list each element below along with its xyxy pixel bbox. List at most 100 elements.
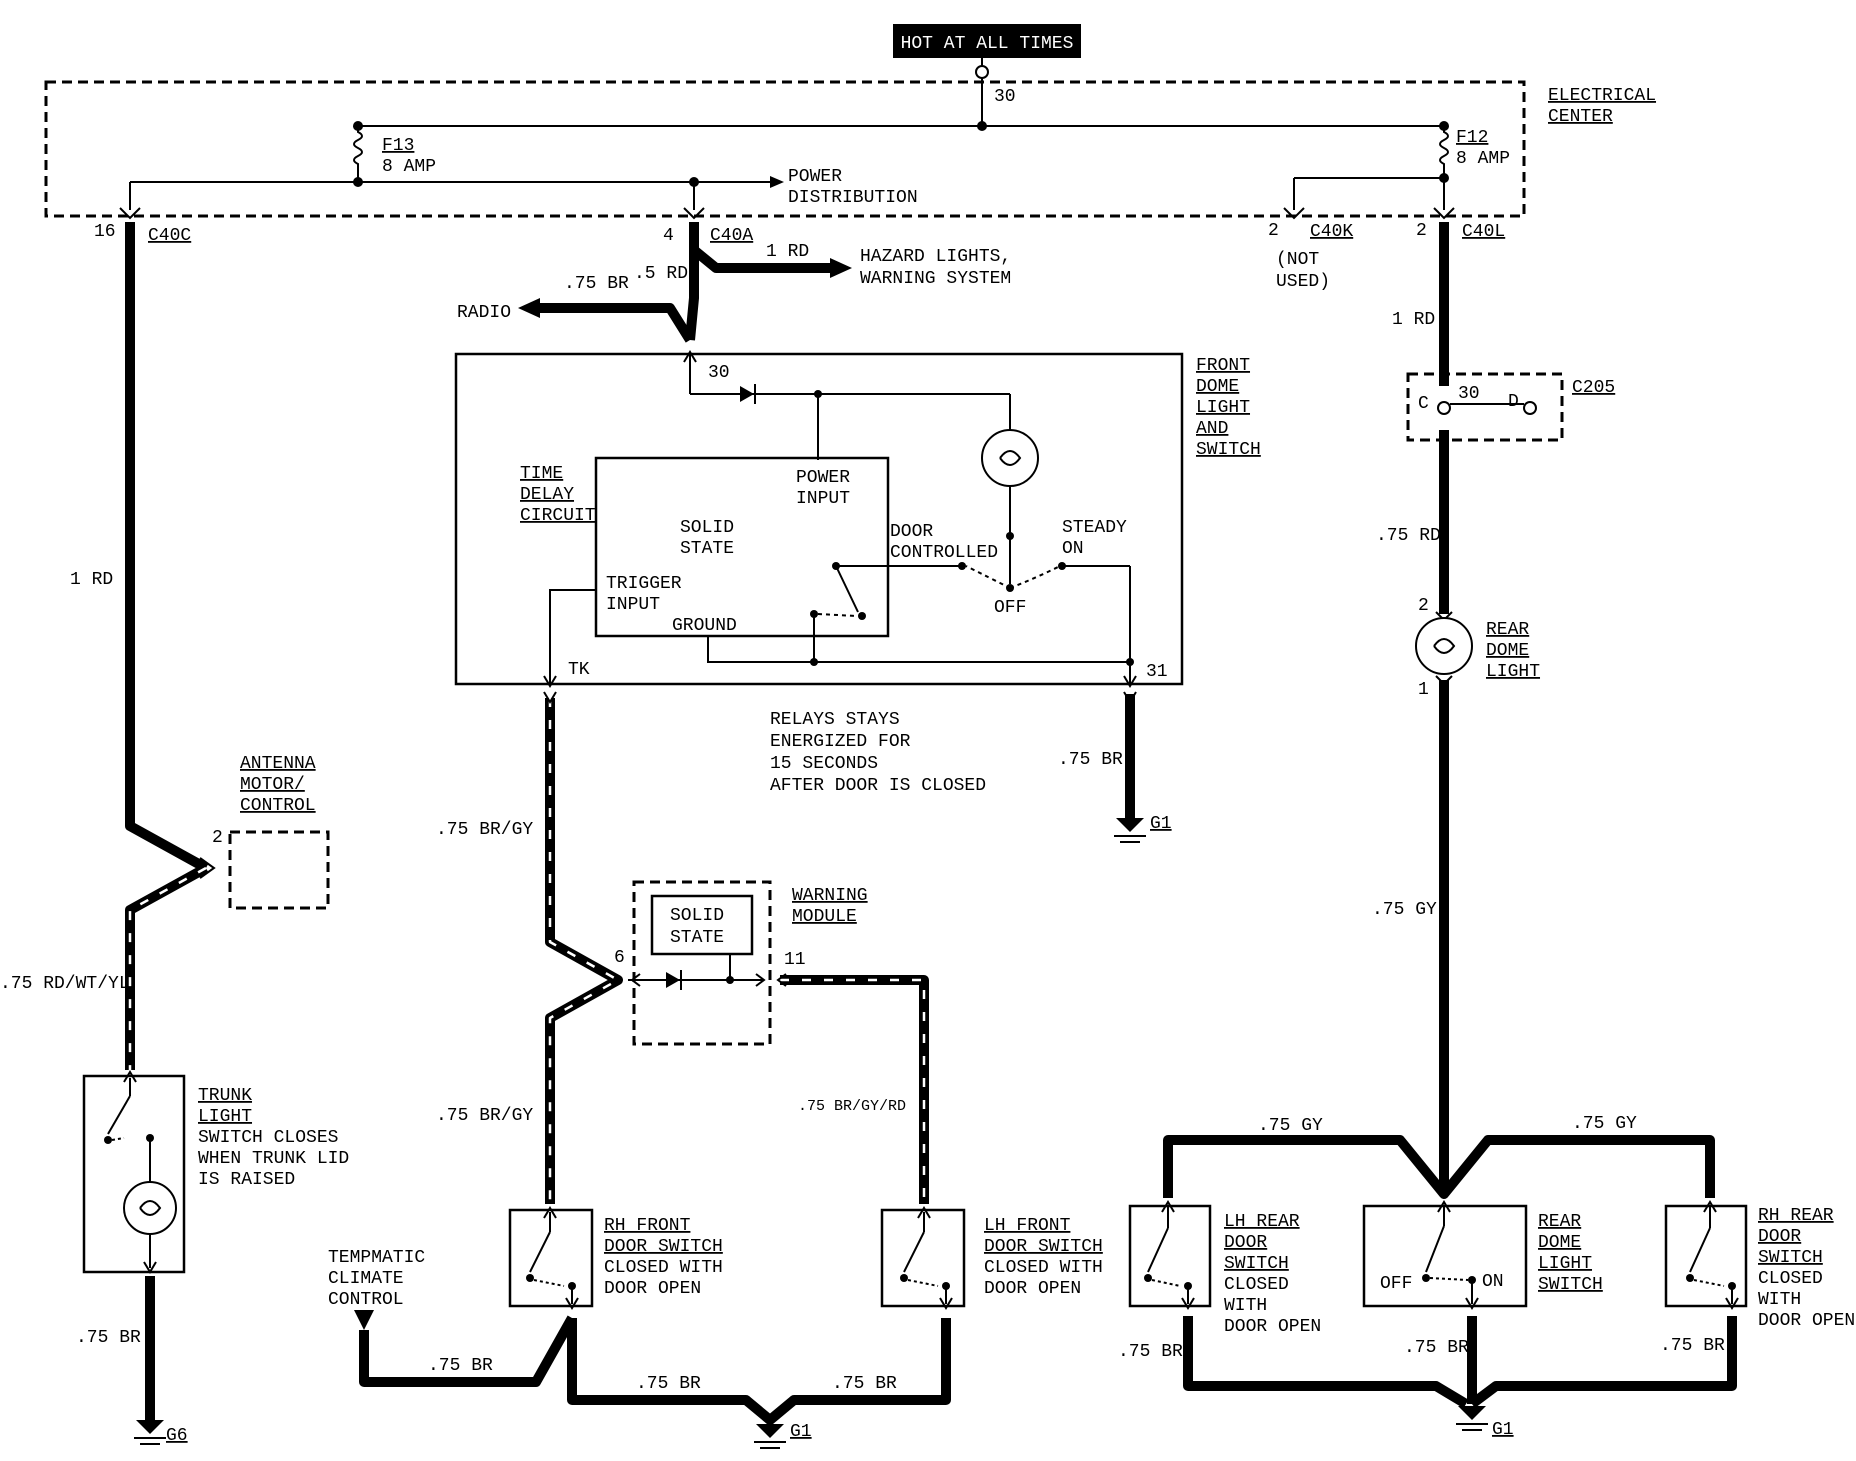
fuse-f12-rating: 8 AMP [1456,149,1510,169]
fuse-f13-name: F13 [382,136,414,156]
c205-pin-c: C [1418,394,1429,414]
front-dome-pin-31: 31 [1146,662,1168,682]
solid-state-2: STATE [680,539,734,559]
antenna-pin: 2 [212,828,223,848]
rear-dome-light-switch: OFF ON REAR DOME LIGHT SWITCH [1362,1200,1603,1310]
c40k-note-1: (NOT [1276,250,1319,270]
front-dome-feed: RADIO .75 BR .5 RD 1 RD HAZARD LIGHTS, W… [457,222,1011,343]
warning-solid-state-box [650,894,754,956]
wire-1rd-left: 1 RD [70,570,113,590]
rh-rear-desc-2: WITH [1758,1290,1801,1310]
c205-pin-d: D [1508,392,1519,412]
wire-075gy-left-branch: .75 GY [1258,1116,1323,1136]
wire-075brgy-bottom: .75 BR/GY [436,1106,533,1126]
warning-pin-6: 6 [614,948,625,968]
fuse-f12-name: F12 [1456,128,1488,148]
time-delay-1: TIME [520,464,563,484]
g6-label: G6 [166,1426,188,1446]
g1-right-ground-icon [1456,1406,1488,1431]
terminal-30-label: 30 [994,87,1016,107]
trunk-title-1: TRUNK [198,1086,252,1106]
c205-box [1406,372,1564,442]
rh-front-title-2: DOOR SWITCH [604,1237,723,1257]
door-controlled-2: CONTROLLED [890,543,998,563]
c40a-name: C40A [710,226,753,246]
warning-pin-11: 11 [784,950,806,970]
electrical-center-label-2: CENTER [1548,107,1613,127]
rh-rear-desc-1: CLOSED [1758,1269,1823,1289]
wire-075br-tempmatic: .75 BR [428,1356,493,1376]
wire-075rd-right: .75 RD [1376,526,1441,546]
c40c-name: C40C [148,226,191,246]
lh-front-title-1: LH FRONT [984,1216,1071,1236]
trigger-input-1: TRIGGER [606,574,682,594]
hot-at-all-times-banner: HOT AT ALL TIMES [893,24,1081,58]
lh-rear-desc-1: CLOSED [1224,1275,1289,1295]
rear-dome-pin-1: 1 [1418,680,1429,700]
rear-dome-circuit: 1 RD C205 C 30 D .75 RD 2 REAR DOME LIGH… [1163,222,1715,1199]
rh-rear-door-switch: RH REAR DOOR SWITCH CLOSED WITH DOOR OPE… [1664,1200,1855,1331]
lh-front-title-2: DOOR SWITCH [984,1237,1103,1257]
time-delay-circuit-box [594,456,890,638]
time-delay-2: DELAY [520,485,574,505]
wire-075brgy-top: .75 BR/GY [436,820,533,840]
front-dome-light-and-switch: FRONT DOME LIGHT AND SWITCH 30 DOOR CONT… [454,350,1261,688]
lh-rear-desc-3: DOOR OPEN [1224,1317,1321,1337]
front-dome-pin-tk: TK [568,660,590,680]
rear-dome-lamp [1415,617,1473,675]
fuse-f13 [353,126,363,182]
off-label: OFF [994,598,1026,618]
trunk-desc-2: WHEN TRUNK LID [198,1149,349,1169]
rear-dome-switch-title-2: DOME [1538,1233,1581,1253]
banner-label: HOT AT ALL TIMES [901,34,1074,54]
c40l-pin: 2 [1416,221,1427,241]
g1-front-label: G1 [1150,814,1172,834]
rear-dome-switch-title-1: REAR [1538,1212,1581,1232]
rear-dome-switch-off: OFF [1380,1274,1412,1294]
rear-dome-title-3: LIGHT [1486,662,1540,682]
trunk-switch-blade [107,1095,131,1135]
antenna-title-2: MOTOR/ [240,775,305,795]
c205-pin-30: 30 [1458,384,1480,404]
g1-mid-label: G1 [790,1422,812,1442]
relay-note-1: RELAYS STAYS [770,710,900,730]
rh-front-switch-blade [529,1231,551,1273]
hazard-label-1: HAZARD LIGHTS, [860,247,1011,267]
tempmatic-connector-icon [354,1310,374,1330]
lh-front-desc-1: CLOSED WITH [984,1258,1103,1278]
rh-front-desc-2: DOOR OPEN [604,1279,701,1299]
lh-rear-switch-blade [1147,1227,1169,1273]
radio-label: RADIO [457,303,511,323]
c40c-pin: 16 [94,222,116,242]
tempmatic-2: CLIMATE [328,1269,404,1289]
wire-075rdwtyl: .75 RD/WT/YL [0,974,130,994]
rear-dome-title-2: DOME [1486,641,1529,661]
lh-rear-title-1: LH REAR [1224,1212,1300,1232]
c40k-note-2: USED) [1276,272,1330,292]
g1-right-label: G1 [1492,1420,1514,1440]
antenna-box [228,830,330,910]
warning-title-1: WARNING [792,886,868,906]
front-dome-pin-30: 30 [708,363,730,383]
wire-075br-rear-dome: .75 BR [1404,1338,1469,1358]
trigger-input-2: INPUT [606,595,660,615]
rh-rear-desc-3: DOOR OPEN [1758,1311,1855,1331]
c40l-name: C40L [1462,222,1505,242]
warning-module-box [632,880,772,1046]
rear-dome-switch-title-3: LIGHT [1538,1254,1592,1274]
power-input-2: INPUT [796,489,850,509]
rh-front-door-switch: RH FRONT DOOR SWITCH CLOSED WITH DOOR OP… [508,1206,723,1310]
middle-ground-circuit: TEMPMATIC CLIMATE CONTROL .75 BR .75 BR … [328,1248,951,1449]
relay-note-2: ENERGIZED FOR [770,732,911,752]
time-delay-3: CIRCUIT [520,506,596,526]
wire-1rd-right: 1 RD [1392,310,1435,330]
c40a-pin: 4 [663,226,674,246]
rear-dome-title-1: REAR [1486,620,1529,640]
front-dome-title-1: FRONT [1196,356,1250,376]
wire-075gy-right-branch: .75 GY [1572,1114,1637,1134]
trunk-desc-3: IS RAISED [198,1170,295,1190]
electrical-center: ELECTRICAL CENTER 30 F13 8 AMP F12 8 AMP… [44,58,1656,218]
steady-on-1: STEADY [1062,518,1127,538]
electrical-center-label-1: ELECTRICAL [1548,86,1656,106]
